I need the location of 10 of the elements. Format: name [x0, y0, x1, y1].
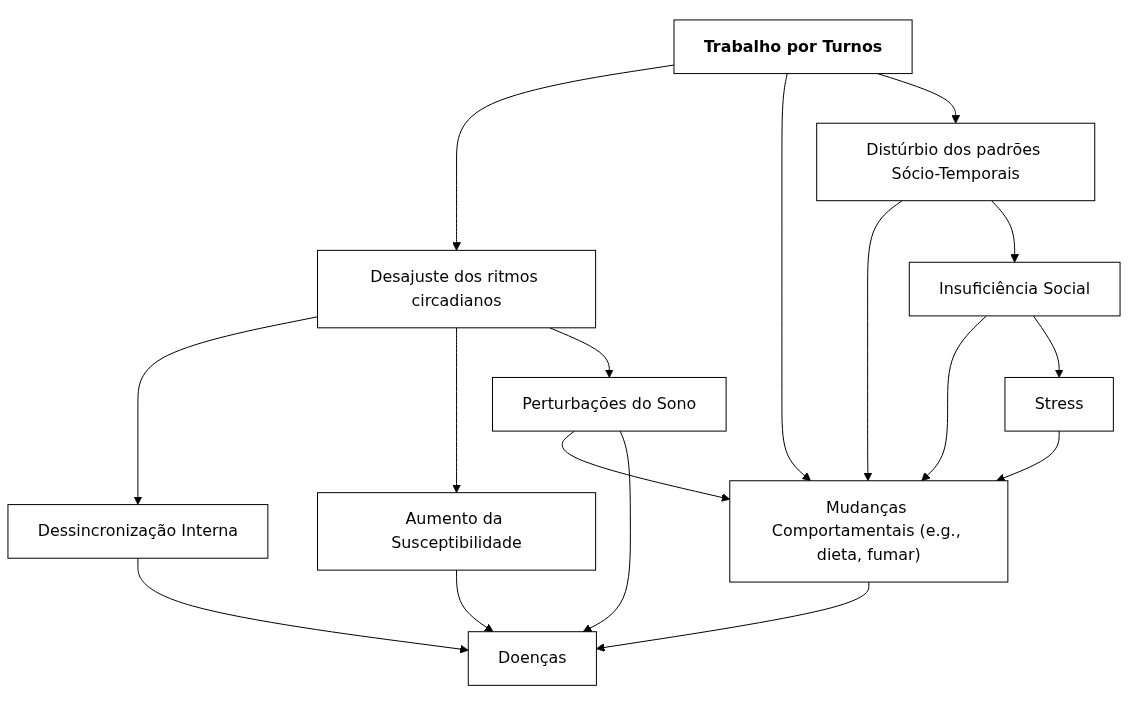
node-box: Stress	[1004, 377, 1114, 432]
node-box: Trabalho por Turnos	[673, 19, 913, 75]
node-box: Distúrbio dos padrões Sócio-Temporais	[816, 123, 1096, 202]
node-box: Perturbações do Sono	[492, 377, 727, 432]
node-box: Dessincronização Interna	[7, 504, 269, 560]
node-box: Mudanças Comportamentais (e.g., dieta, fumar)	[729, 480, 1009, 583]
node-box: Insuficiência Social	[908, 262, 1121, 317]
node-box: Aumento da Susceptibilidade	[317, 492, 597, 571]
node-box: Doenças	[467, 631, 597, 687]
node-box: Desajuste dos ritmos circadianos	[317, 250, 597, 329]
